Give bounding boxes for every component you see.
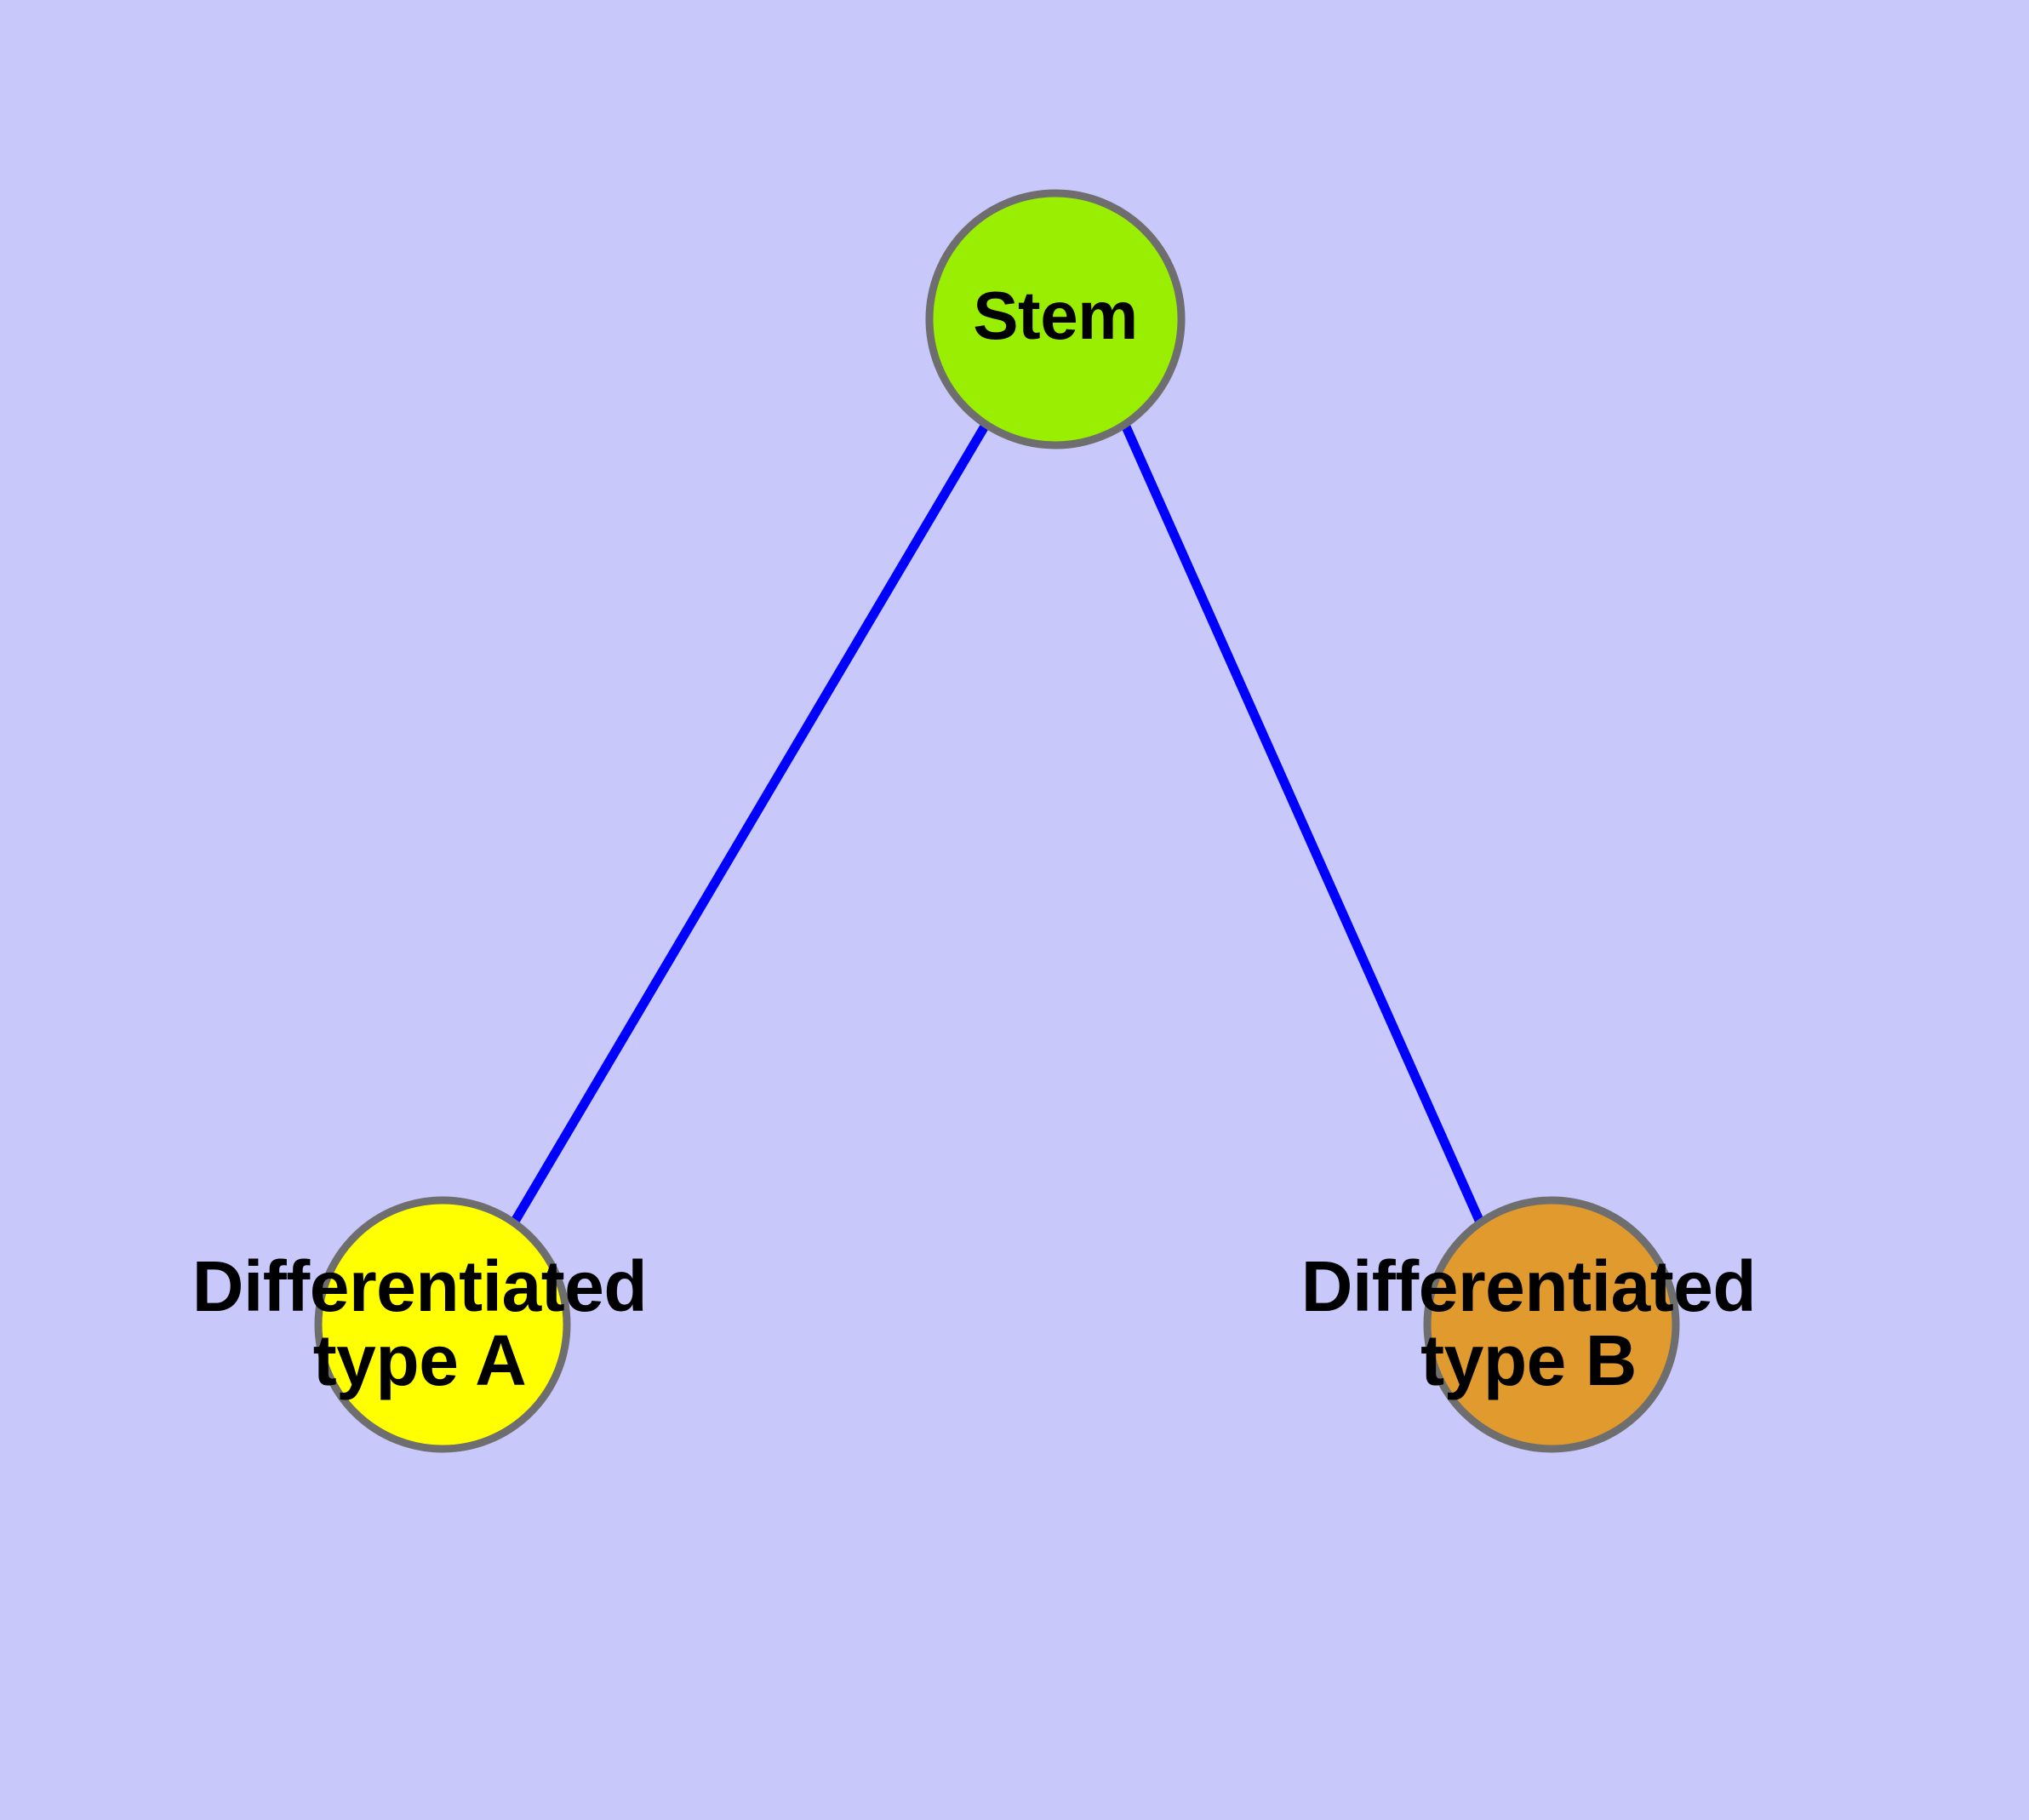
node-stem[interactable] (925, 189, 1186, 449)
node-differentiated-type-b[interactable] (1423, 1196, 1680, 1453)
edge-stem-to-differentiated-type-b[interactable] (1120, 422, 1486, 1227)
edge-stem-to-differentiated-type-a[interactable] (509, 422, 990, 1227)
node-differentiated-type-a[interactable] (314, 1196, 571, 1453)
